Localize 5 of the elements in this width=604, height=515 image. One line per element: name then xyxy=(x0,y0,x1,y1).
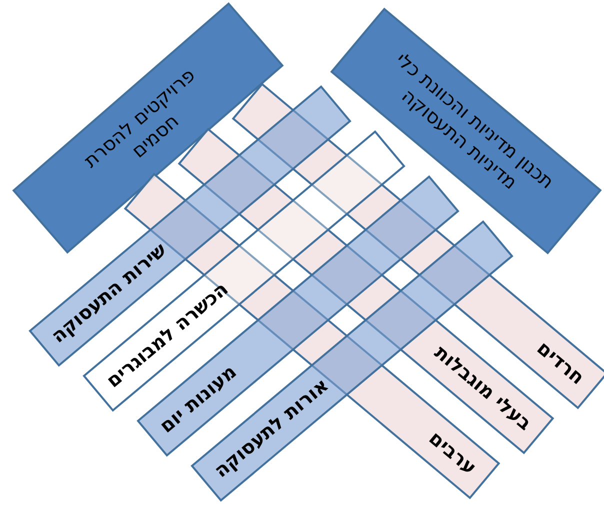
bar-label: חרדים xyxy=(532,338,588,390)
heading-text: פרויקטים להסרת חסמים xyxy=(60,48,236,208)
bar-label: מעונות יום xyxy=(156,361,242,438)
bar-label: ערבים xyxy=(424,428,480,480)
heading-text: תכנון מדיניות והכוונת כלי מדיניות התעסוקה xyxy=(364,40,568,222)
